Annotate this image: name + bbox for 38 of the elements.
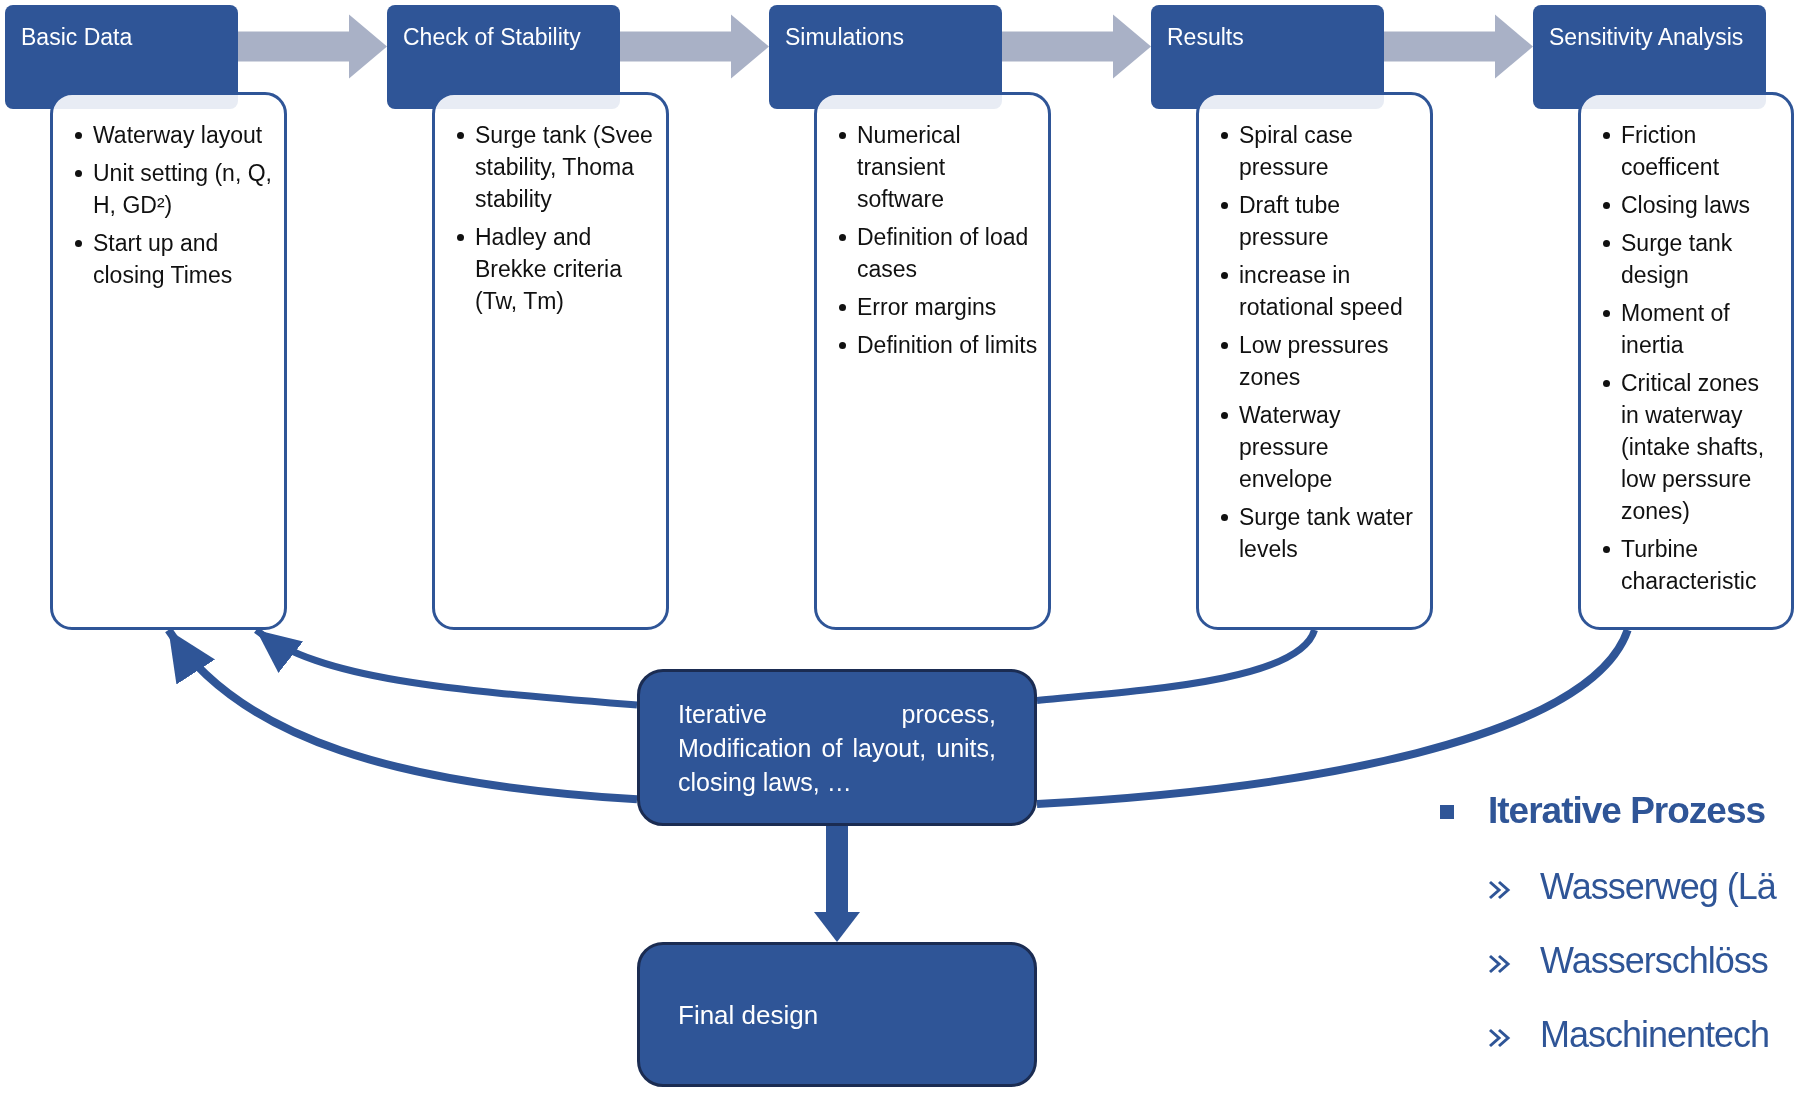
curved-arrow (254, 627, 638, 709)
bullet-item: Unit setting (n, Q, H, GD²) (75, 157, 274, 221)
bullet-item: Start up and closing Times (75, 227, 274, 291)
block-arrow (1002, 14, 1151, 79)
bullet-item: Hadley and Brekke criteria (Tw, Tm) (457, 221, 656, 317)
block-arrow (1384, 14, 1533, 79)
bullet-item: Critical zones in waterway (intake shafts, low perssure zones) (1603, 367, 1781, 527)
bullet-item: Definition of load cases (839, 221, 1038, 285)
block-arrow (814, 826, 860, 942)
bullet-item: Turbine characteristic (1603, 533, 1781, 597)
bullet-item: Error margins (839, 291, 1038, 323)
content-card (1196, 92, 1433, 630)
heading-text: Iterative Prozess (1488, 790, 1766, 832)
content-card (814, 92, 1051, 630)
bullet-item: Definition of limits (839, 329, 1038, 361)
bullet-item: Moment of inertia (1603, 297, 1781, 361)
bullet-item: Surge tank (Svee stability, Thoma stability (457, 119, 656, 215)
content-card (432, 92, 669, 630)
block-arrow (238, 14, 387, 79)
bullet-item: Waterway layout (75, 119, 274, 151)
list-text: Maschinentech (1540, 1014, 1770, 1056)
bullet-item: Numerical transient software (839, 119, 1038, 215)
content-card (50, 92, 287, 630)
bullet-item: Low pressures zones (1221, 329, 1420, 393)
curved-arrow (165, 627, 638, 804)
bullet-item: Spiral case pressure (1221, 119, 1420, 183)
bullet-item: Waterway pressure envelope (1221, 399, 1420, 495)
process-box: Final design (637, 942, 1037, 1087)
block-arrow (620, 14, 769, 79)
process-box: Iterative process, Modification of layout, units, closing laws, … (637, 669, 1037, 826)
content-card (1578, 92, 1794, 630)
list-text: Wasserschlöss (1540, 940, 1768, 982)
bullet-item: Surge tank water levels (1221, 501, 1420, 565)
bullet-item: Closing laws (1603, 189, 1781, 221)
bullet-item: Friction coefficent (1603, 119, 1781, 183)
bullet-item: increase in rotational speed (1221, 259, 1420, 323)
bullet-item: Surge tank design (1603, 227, 1781, 291)
list-text: Wasserweg (Lä (1540, 866, 1776, 908)
